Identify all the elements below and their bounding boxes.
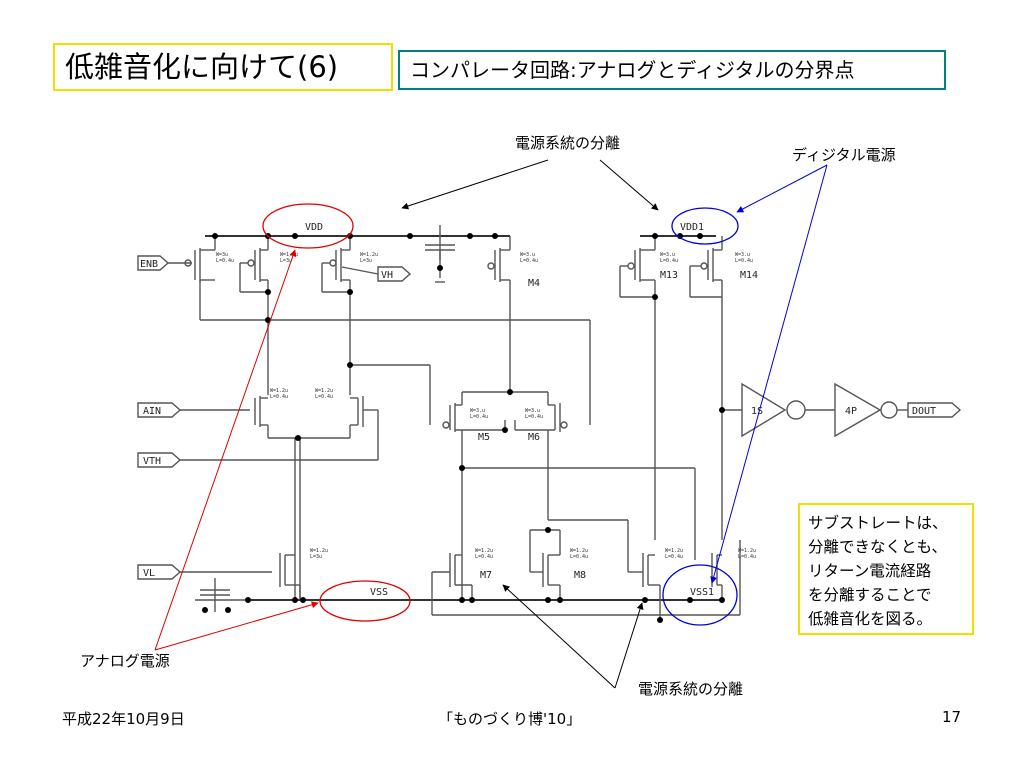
digital-power-arrows — [710, 164, 828, 584]
svg-text:W=1.2u: W=1.2u — [360, 252, 378, 258]
note-line: サブストレートは、 — [808, 514, 948, 532]
annotation-digital-power: ディジタル電源 — [792, 146, 896, 164]
nmos-tail: W=1.2u L=3u — [279, 548, 328, 600]
nmos-m8: W=1.2u L=0.4u M8 — [529, 529, 588, 600]
port-vth: VTH — [137, 410, 379, 468]
svg-text:VH: VH — [381, 270, 393, 281]
power-separation-top-arrows — [401, 159, 659, 211]
svg-text:W=1.2u: W=1.2u — [310, 548, 328, 554]
svg-text:W=3.u: W=3.u — [520, 252, 535, 258]
footer-date: 平成22年10月9日 — [62, 710, 185, 728]
port-ain: AIN — [137, 402, 250, 418]
svg-text:M5: M5 — [478, 432, 490, 443]
pmos-m13: W=3.u L=0.4u M13 — [619, 236, 678, 540]
svg-text:W=3u: W=3u — [216, 252, 228, 258]
note-line: 分離できなくとも、 — [808, 538, 948, 556]
input-diff-pair: W=1.2u L=0.4u W=1.2u L=0.4u — [200, 319, 591, 598]
svg-text:L=0.4u: L=0.4u — [735, 258, 753, 264]
svg-text:W=1.2u: W=1.2u — [665, 548, 683, 554]
vdd-highlight-ellipse — [262, 203, 354, 249]
slide-title: 低雑音化に向けて(6) — [53, 43, 393, 91]
nmos-m5-m6: W=3.u L=0.4u W=3.u L=0.4u M5 M6 — [442, 391, 696, 600]
note-line: 低雑音化を図る。 — [808, 610, 933, 628]
svg-text:L=0.4u: L=0.4u — [216, 258, 234, 264]
svg-text:4P: 4P — [845, 406, 857, 417]
svg-text:L=0.4u: L=0.4u — [270, 394, 288, 400]
svg-text:M7: M7 — [480, 570, 492, 581]
port-enb: ENB — [137, 255, 192, 271]
vdd-rail: VDD — [205, 222, 510, 237]
vdd1-label: VDD1 — [680, 222, 704, 233]
svg-text:L=3u: L=3u — [310, 554, 322, 560]
power-separation-bottom-arrows — [502, 584, 644, 689]
svg-text:W=3.u: W=3.u — [660, 252, 675, 258]
pmos-load-left: W=1.2u L=3u — [239, 236, 298, 320]
svg-text:L=0.4u: L=0.4u — [315, 394, 333, 400]
svg-text:L=0.4u: L=0.4u — [520, 258, 538, 264]
pmos-m4: W=3.u L=0.4u M4 — [487, 236, 540, 392]
svg-text:1S: 1S — [751, 406, 763, 417]
substrate-note: サブストレートは、 分離できなくとも、 リターン電流経路 を分離することで 低雑… — [798, 503, 974, 635]
svg-text:W=3.u: W=3.u — [525, 408, 540, 414]
annotation-power-separation-top: 電源系統の分離 — [515, 134, 621, 152]
decoupling-cap-pmos — [425, 225, 455, 283]
svg-text:W=1.2u: W=1.2u — [270, 388, 288, 394]
svg-text:M8: M8 — [574, 570, 586, 581]
slide-subtitle: コンパレータ回路:アナログとディジタルの分界点 — [398, 50, 946, 90]
nmos-vss1-right: W=1.2u L=0.4u — [711, 548, 756, 600]
vss-rail: VSS — [250, 587, 660, 601]
port-dout: DOUT — [907, 402, 962, 418]
output-buffer: 1S 4P — [722, 382, 908, 438]
pmos-load-right: W=1.2u L=3u — [321, 236, 378, 365]
vss1-highlight-ellipse — [662, 564, 738, 626]
note-line: リターン電流経路 — [808, 562, 932, 580]
svg-text:M6: M6 — [528, 432, 540, 443]
svg-text:W=1.2u: W=1.2u — [280, 252, 298, 258]
annotation-analog-power: アナログ電源 — [80, 652, 170, 670]
junction-dots — [202, 233, 725, 623]
vdd-label: VDD — [305, 222, 323, 233]
nmos-vss1-left: W=1.2u L=0.4u — [548, 519, 683, 620]
svg-text:L=0.4u: L=0.4u — [665, 554, 683, 560]
svg-text:ENB: ENB — [140, 259, 158, 270]
svg-text:L=0.4u: L=0.4u — [570, 554, 588, 560]
svg-text:M13: M13 — [660, 270, 678, 281]
vss-highlight-ellipse — [319, 580, 411, 622]
vss-label: VSS — [370, 587, 388, 598]
annotation-power-separation-bottom: 電源系統の分離 — [638, 680, 744, 698]
vss1-label: VSS1 — [690, 587, 714, 598]
svg-text:L=3u: L=3u — [280, 258, 292, 264]
analog-power-arrows — [154, 249, 319, 651]
svg-text:W=1.2u: W=1.2u — [738, 548, 756, 554]
svg-text:VL: VL — [143, 568, 155, 579]
svg-text:L=0.4u: L=0.4u — [475, 554, 493, 560]
vdd1-highlight-ellipse — [671, 207, 739, 245]
svg-text:M14: M14 — [740, 270, 758, 281]
port-vl: VL — [137, 564, 272, 580]
svg-text:M4: M4 — [528, 278, 540, 289]
svg-text:W=1.2u: W=1.2u — [475, 548, 493, 554]
svg-text:W=3.u: W=3.u — [735, 252, 750, 258]
svg-text:L=0.4u: L=0.4u — [738, 554, 756, 560]
svg-text:L=3u: L=3u — [360, 258, 372, 264]
pmos-enable: W=3u L=0.4u — [184, 236, 234, 320]
svg-text:AIN: AIN — [143, 406, 161, 417]
nmos-m7: W=1.2u L=0.4u M7 — [431, 540, 741, 616]
svg-text:VTH: VTH — [143, 456, 161, 467]
svg-text:L=0.4u: L=0.4u — [660, 258, 678, 264]
svg-text:L=0.4u: L=0.4u — [525, 414, 543, 420]
footer-event: 「ものづくり博'10」 — [438, 710, 582, 728]
footer-page-number: 17 — [942, 708, 962, 726]
svg-text:W=3.u: W=3.u — [470, 408, 485, 414]
svg-text:W=1.2u: W=1.2u — [570, 548, 588, 554]
decoupling-cap-nmos — [195, 578, 250, 612]
note-line: を分離することで — [808, 586, 932, 604]
svg-text:W=1.2u: W=1.2u — [315, 388, 333, 394]
svg-text:DOUT: DOUT — [912, 406, 936, 417]
port-vh: VH — [341, 266, 412, 282]
svg-text:L=0.4u: L=0.4u — [470, 414, 488, 420]
